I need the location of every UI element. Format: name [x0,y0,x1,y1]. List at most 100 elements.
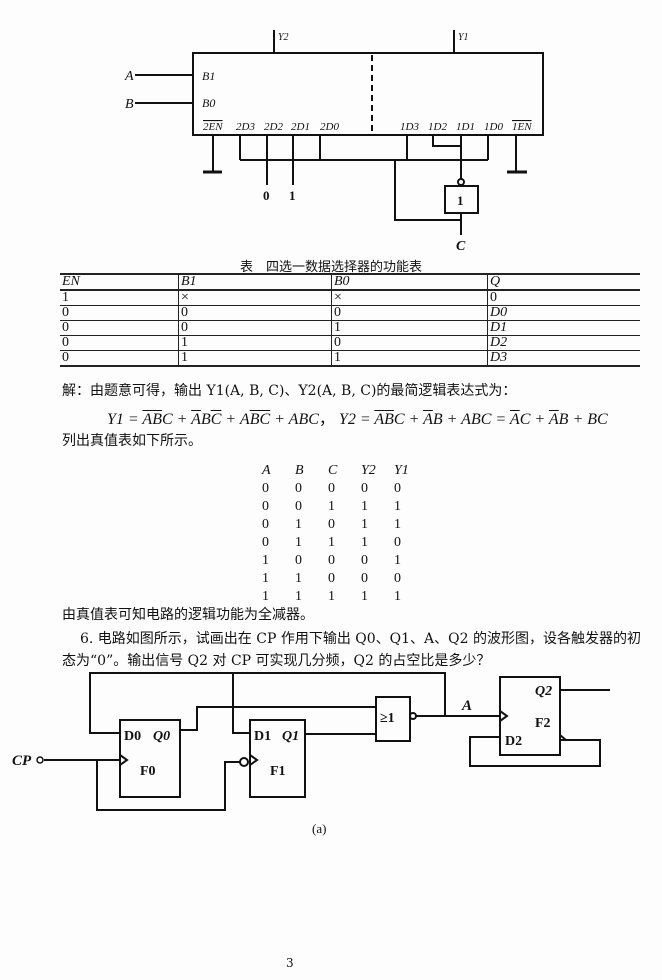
truth-table-cell: 0 [328,517,335,532]
function-table-caption: 表 四选一数据选择器的功能表 [239,260,422,275]
or-gate-label: ≥1 [380,711,395,726]
header-cell: B1 [178,273,332,291]
table-cell: 0 [178,320,332,336]
variable: C [308,411,319,428]
table-cell: 0 [60,335,179,351]
output-y2-label: Y2 [278,32,289,43]
table-cell: D0 [487,305,640,321]
variable: A [142,411,153,428]
f2-d-label: D2 [505,734,522,749]
truth-table-cell: 1 [361,499,368,514]
truth-table-cell: 1 [328,589,335,604]
f0-name: F0 [140,764,156,779]
variable: B [432,411,443,428]
truth-table-cell: 1 [328,535,335,550]
input-c-label: C [456,239,466,254]
table-cell: × [178,289,332,306]
truth-table-cell: 1 [295,571,302,586]
truth-table-cell: 0 [394,571,401,586]
truth-table-cell: 0 [295,499,302,514]
table-header-row: EN B1 B0 Q [60,273,640,291]
figure-caption: (a) [312,821,326,836]
variable: B [249,411,260,428]
truth-table-cell: 0 [361,571,368,586]
table-cell: 1 [331,320,488,336]
table-row: 1××0 [60,289,640,306]
header-cell: Y2 [361,463,376,478]
pin-2d0: 2D0 [320,121,339,133]
truth-table-cell: 1 [262,553,269,568]
pin-1d0: 1D0 [484,121,503,133]
variable: A [239,411,250,428]
f1-q-label: Q1 [282,729,299,744]
cp-input-label: CP [12,753,32,769]
truth-table-cell: 0 [328,481,335,496]
truth-table-cell: 1 [262,589,269,604]
table-cell: D2 [487,335,640,351]
y1-lhs: Y1 = [107,411,139,428]
truth-table-cell: 0 [262,517,269,532]
truth-table-cell: 0 [328,571,335,586]
select-b0-label: B0 [202,96,215,110]
f2-name: F2 [535,716,551,731]
f0-d-label: D0 [124,729,141,744]
pin-2d3: 2D3 [236,121,255,133]
header-cell: B [295,463,304,478]
variable: C [519,411,531,428]
table-cell: D1 [487,320,640,336]
input-a-label: A [124,69,134,84]
variable: B [384,411,394,428]
table-cell: 1 [178,350,332,367]
truth-table-cell: 0 [262,499,269,514]
truth-table-cell: 1 [328,499,335,514]
y2-expression: ABC + AB + ABC [374,411,492,428]
truth-table-cell: 0 [394,535,401,550]
table-cell: 0 [178,305,332,321]
truth-table-cell: 1 [262,571,269,586]
truth-table-cell: 1 [361,535,368,550]
output-y1-label: Y1 [458,32,469,43]
table-cell: 0 [331,335,488,351]
pin-2en: 2EN [203,121,223,133]
question-line-1: 6. 电路如图所示，试画出在 CP 作用下输出 Q0、Q1、A、Q2 的波形图，… [80,631,642,647]
y1-expression: ABC + ABC + ABC + ABC [142,411,319,428]
table-cell: 0 [60,305,179,321]
truth-table-cell: 1 [394,553,401,568]
pin-2d2: 2D2 [264,121,283,133]
variable: C [259,411,271,428]
header-cell: C [328,463,338,478]
truth-table-cell: 1 [295,589,302,604]
truth-table-intro: 列出真值表如下所示。 [62,433,202,449]
variable: B [470,411,481,428]
pin-1en: 1EN [512,121,532,133]
variable: A [461,411,471,428]
truth-table-cell: 1 [394,589,401,604]
variable: A [374,411,385,428]
table-cell: 0 [487,289,640,306]
truth-table-cell: 1 [361,517,368,532]
table-cell: 0 [60,320,179,336]
signal-a-label: A [461,698,472,714]
solution-intro: 解：由题意可得，输出 Y1(A, B, C)、Y2(A, B, C)的最简逻辑表… [62,383,517,399]
truth-table-cell: 0 [328,553,335,568]
variable: A [509,411,520,428]
header-cell: B0 [331,273,488,291]
variable: C [161,411,173,428]
truth-table-header: A B C Y2 Y1 [262,462,427,480]
variable: C [597,411,608,428]
flipflop-circuit-diagram: CP D0 Q0 F0 D1 Q1 F1 ≥1 A Q2 D2 F2 (a) [12,672,610,836]
table-cell: 1 [178,335,332,351]
table-cell: 0 [331,305,488,321]
variable: C [393,411,405,428]
question-line-2: 态为“0”。输出信号 Q2 对 CP 可实现几分频，Q2 的占空比是多少？ [62,653,491,669]
